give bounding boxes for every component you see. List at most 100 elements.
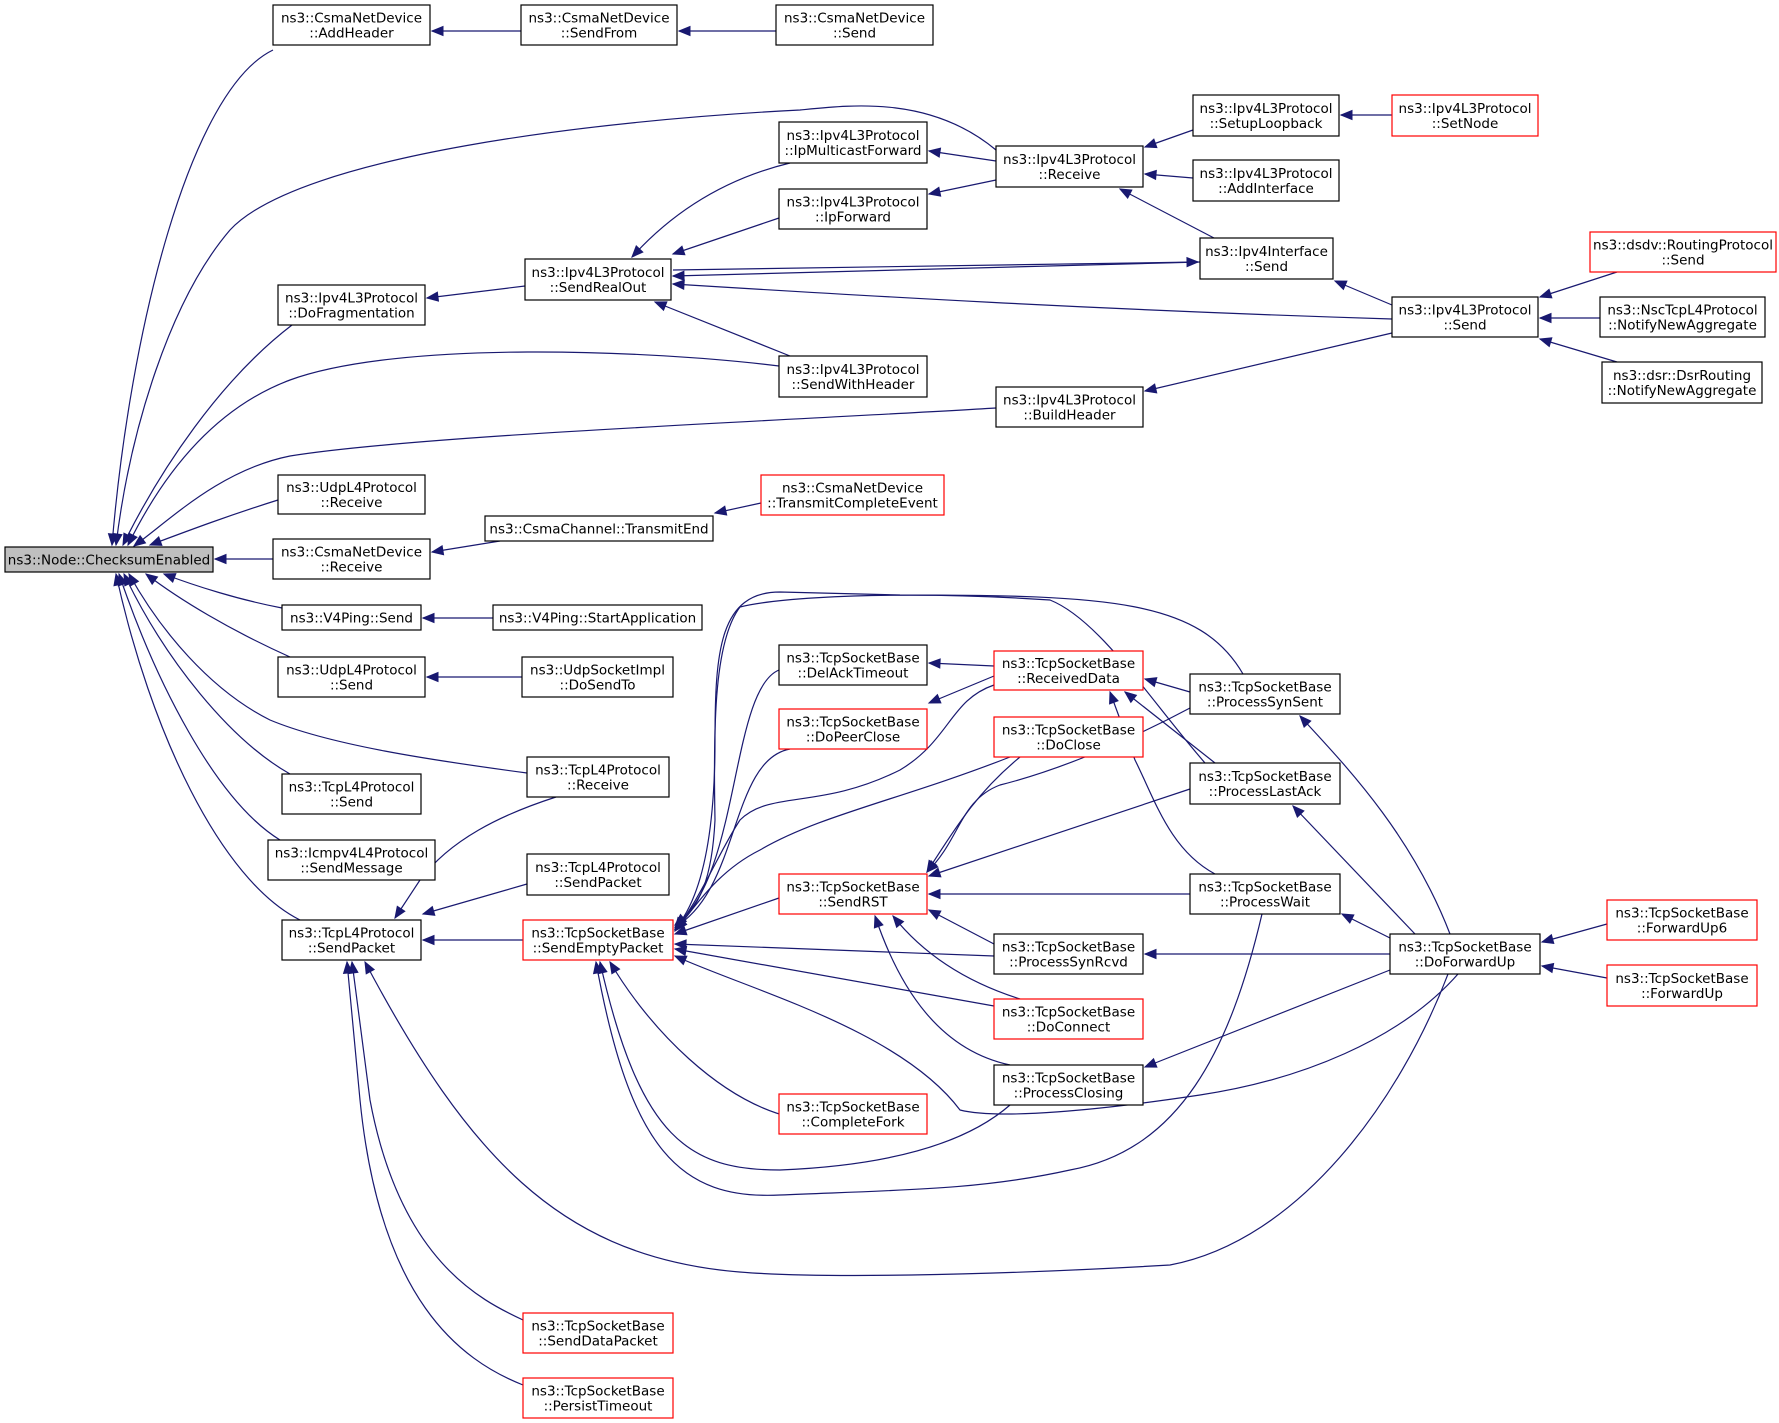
node-csma-send[interactable]: ns3::CsmaNetDevice::Send — [775, 4, 934, 46]
edge-tsb_doforwardup-to-tsb_processwait — [1340, 913, 1391, 939]
edge-line — [422, 883, 528, 915]
edge-arrowhead — [1540, 962, 1555, 974]
node-ipv4-ipmulticastforward[interactable]: ns3::Ipv4L3Protocol::IpMulticastForward — [778, 121, 928, 164]
node-box — [1189, 762, 1341, 805]
node-label-line: ns3::TcpSocketBase — [531, 1319, 664, 1335]
edge-line — [672, 283, 1393, 320]
node-tsb-delacktimeout[interactable]: ns3::TcpSocketBase::DelAckTimeout — [778, 644, 928, 686]
edge-arrowhead — [873, 914, 884, 929]
node-tsb-persisttimeout[interactable]: ns3::TcpSocketBase::PersistTimeout — [522, 1377, 674, 1419]
node-ipv4-setnode[interactable]: ns3::Ipv4L3Protocol::SetNode — [1391, 94, 1539, 137]
node-label-line: ns3::NscTcpL4Protocol — [1607, 303, 1757, 319]
edge-arrowhead — [671, 245, 686, 256]
node-label-line: ::SendPacket — [554, 875, 641, 891]
node-csma-addheader[interactable]: ns3::CsmaNetDevice::AddHeader — [272, 4, 431, 46]
node-tsb-doconnect[interactable]: ns3::TcpSocketBase::DoConnect — [993, 998, 1144, 1040]
node-label-line: ns3::TcpL4Protocol — [289, 926, 415, 942]
edge-arrowhead — [1538, 312, 1552, 324]
node-box — [4, 546, 214, 573]
edge-ipv4_receive-to-ipv4_ipmulticastforward — [927, 147, 997, 162]
node-label-line: ns3::Ipv4L3Protocol — [1399, 303, 1532, 319]
edge-line — [874, 915, 1011, 1066]
node-tsb-doforwardup[interactable]: ns3::TcpSocketBase::DoForwardUp — [1389, 933, 1541, 975]
edge-line — [674, 756, 1011, 932]
node-label-line: ns3::V4Ping::StartApplication — [499, 611, 696, 627]
node-udp-send[interactable]: ns3::UdpL4Protocol::Send — [277, 656, 426, 698]
edge-tsb_sendrst-to-tsb_sendemptypacket — [673, 897, 780, 936]
node-ipv4-send[interactable]: ns3::Ipv4L3Protocol::Send — [1391, 296, 1539, 338]
node-tsb-completefork[interactable]: ns3::TcpSocketBase::CompleteFork — [778, 1093, 928, 1135]
node-ipv4-ipforward[interactable]: ns3::Ipv4L3Protocol::IpForward — [778, 188, 928, 230]
node-ipv4-setuploopback[interactable]: ns3::Ipv4L3Protocol::SetupLoopback — [1192, 94, 1340, 137]
edge-ipv4_sendwithheader-to-root — [127, 351, 780, 547]
edge-arrowhead — [927, 658, 941, 669]
edge-arrowhead — [213, 553, 227, 565]
node-dsdv-send[interactable]: ns3::dsdv::RoutingProtocol::Send — [1589, 231, 1777, 273]
edge-arrowhead — [927, 867, 942, 878]
node-ipv4if-send[interactable]: ns3::Ipv4Interface::Send — [1199, 237, 1334, 280]
node-csma-transmitcomplete[interactable]: ns3::CsmaNetDevice::TransmitCompleteEven… — [760, 474, 945, 516]
node-ipv4-sendrealout[interactable]: ns3::Ipv4L3Protocol::SendRealOut — [524, 258, 672, 301]
node-tcp-sendpacket[interactable]: ns3::TcpL4Protocol::SendPacket — [281, 919, 422, 961]
edge-csma_send-to-csma_sendfrom — [677, 25, 776, 37]
node-icmp-sendmessage[interactable]: ns3::Icmpv4L4Protocol::SendMessage — [267, 839, 436, 881]
edge-arrowhead — [592, 960, 604, 975]
node-label-line: ::TransmitCompleteEvent — [767, 496, 938, 512]
node-ipv4-sendwithheader[interactable]: ns3::Ipv4L3Protocol::SendWithHeader — [778, 355, 928, 398]
node-label-line: ::ForwardUp6 — [1637, 921, 1727, 937]
node-tsb-sendrst[interactable]: ns3::TcpSocketBase::SendRST — [778, 873, 928, 915]
node-udpsock-dosendto[interactable]: ns3::UdpSocketImpl::DoSendTo — [521, 656, 674, 698]
node-tsb-processclosing[interactable]: ns3::TcpSocketBase::ProcessClosing — [993, 1064, 1144, 1106]
node-label-line: ns3::CsmaNetDevice — [281, 545, 422, 561]
node-label-line: ns3::Ipv4L3Protocol — [1003, 152, 1136, 168]
edge-arrowhead — [926, 859, 939, 873]
edge-arrowhead — [892, 914, 905, 929]
node-tsb-senddatapacket[interactable]: ns3::TcpSocketBase::SendDataPacket — [522, 1312, 674, 1354]
node-csma-receive[interactable]: ns3::CsmaNetDevice::Receive — [272, 538, 431, 580]
edge-line — [346, 961, 524, 1386]
node-tsb-processsynrcvd[interactable]: ns3::TcpSocketBase::ProcessSynRcvd — [993, 933, 1144, 975]
node-v4ping-send[interactable]: ns3::V4Ping::Send — [281, 604, 422, 631]
node-tsb-processwait[interactable]: ns3::TcpSocketBase::ProcessWait — [1189, 873, 1341, 915]
node-csmachan-transmitend[interactable]: ns3::CsmaChannel::TransmitEnd — [484, 515, 714, 542]
node-ipv4-dofragmentation[interactable]: ns3::Ipv4L3Protocol::DoFragmentation — [277, 284, 426, 326]
node-tsb-processlastack[interactable]: ns3::TcpSocketBase::ProcessLastAck — [1189, 762, 1341, 805]
edge-arrowhead — [127, 532, 138, 547]
node-v4ping-start[interactable]: ns3::V4Ping::StartApplication — [492, 604, 703, 631]
node-dsr-notify[interactable]: ns3::dsr::DsrRouting::NotifyNewAggregate — [1601, 361, 1763, 404]
node-tsb-doclose[interactable]: ns3::TcpSocketBase::DoClose — [993, 716, 1144, 758]
node-label-line: ns3::CsmaNetDevice — [281, 11, 422, 27]
node-label-line: ::ProcessLastAck — [1209, 784, 1322, 800]
edge-line — [1292, 805, 1416, 935]
node-label-line: ::IpForward — [815, 210, 891, 226]
edge-line — [631, 162, 791, 258]
node-udp-receive[interactable]: ns3::UdpL4Protocol::Receive — [277, 474, 426, 515]
node-box — [1606, 899, 1758, 941]
node-label-line: ::SendPacket — [308, 941, 395, 957]
node-tcp-send[interactable]: ns3::TcpL4Protocol::Send — [281, 773, 422, 815]
node-tcp-receive[interactable]: ns3::TcpL4Protocol::Receive — [526, 756, 670, 798]
node-label-line: ::SendDataPacket — [538, 1334, 658, 1350]
node-tsb-doperclose[interactable]: ns3::TcpSocketBase::DoPeerClose — [778, 708, 928, 750]
node-ipv4-buildheader[interactable]: ns3::Ipv4L3Protocol::BuildHeader — [995, 386, 1144, 428]
node-label-line: ns3::Ipv4L3Protocol — [1003, 393, 1136, 409]
node-csma-sendfrom[interactable]: ns3::CsmaNetDevice::SendFrom — [520, 4, 678, 46]
node-label-line: ns3::Node::ChecksumEnabled — [8, 553, 210, 569]
node-ipv4-receive[interactable]: ns3::Ipv4L3Protocol::Receive — [995, 145, 1144, 188]
edge-arrowhead — [674, 917, 687, 930]
node-tsb-processsynsent[interactable]: ns3::TcpSocketBase::ProcessSynSent — [1189, 673, 1341, 715]
edge-csma_receive-to-root — [213, 553, 273, 565]
node-box — [775, 4, 934, 46]
node-box — [522, 919, 674, 961]
edge-arrowhead — [364, 960, 376, 975]
node-ipv4-addinterface[interactable]: ns3::Ipv4L3Protocol::AddInterface — [1192, 159, 1340, 202]
node-tsb-sendemptypacket[interactable]: ns3::TcpSocketBase::SendEmptyPacket — [522, 919, 674, 961]
node-tcp-sendpacket-right[interactable]: ns3::TcpL4Protocol::SendPacket — [526, 853, 670, 896]
node-tsb-forwardup6[interactable]: ns3::TcpSocketBase::ForwardUp6 — [1606, 899, 1758, 941]
node-tsb-forwardup[interactable]: ns3::TcpSocketBase::ForwardUp — [1606, 964, 1758, 1007]
node-tsb-receiveddata[interactable]: ns3::TcpSocketBase::ReceivedData — [993, 650, 1144, 691]
node-box — [993, 716, 1144, 758]
node-nsctcp-notify[interactable]: ns3::NscTcpL4Protocol::NotifyNewAggregat… — [1599, 296, 1766, 338]
edge-arrowhead — [927, 888, 941, 900]
edge-line — [674, 943, 995, 957]
